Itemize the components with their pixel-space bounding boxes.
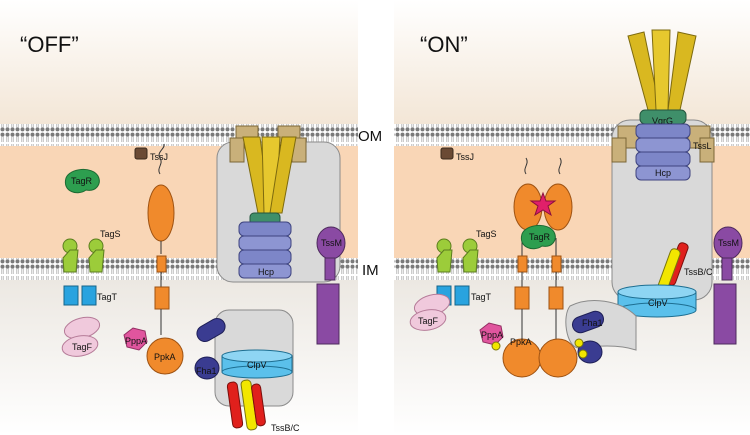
tssm-protein-on: TssM	[713, 226, 743, 345]
tssj-label-on: TssJ	[456, 152, 474, 162]
im-label: IM	[362, 262, 379, 279]
off-panel: “OFF” TssJ TagR TagS TagT	[0, 0, 358, 435]
fha1-label-on: Fha1	[582, 318, 603, 328]
ppka-label: PpkA	[154, 352, 176, 362]
ppka-kinase-off: PpkA	[146, 143, 184, 375]
on-panel: “ON” TssJ TagS TagT TagF	[394, 0, 750, 435]
hcp-label: Hcp	[258, 267, 274, 277]
tagr-label-on: TagR	[529, 232, 551, 242]
tagf-protein: TagF	[61, 316, 101, 357]
tssm-label: TssM	[321, 238, 342, 248]
clpv-label-on: ClpV	[648, 298, 668, 308]
tagf-protein-on: TagF	[409, 293, 451, 331]
fha1-protein-on: Fha1	[571, 310, 605, 364]
clpv-label: ClpV	[247, 360, 267, 370]
tssm-label-on: TssM	[718, 238, 739, 248]
om-label: OM	[358, 128, 382, 145]
pppa-phosphatase-on: PppA	[479, 322, 504, 351]
pppa-label: PppA	[125, 336, 147, 346]
tags-complex-on: TagS	[436, 229, 497, 273]
tagf-label-on: TagF	[418, 316, 439, 326]
tagf-label: TagF	[72, 342, 93, 352]
pppa-phosphatase: PppA	[123, 327, 148, 351]
off-state-label: “OFF”	[20, 32, 79, 57]
fha1-label: Fha1	[196, 366, 217, 376]
tssbc-label-on: TssB/C	[684, 267, 713, 277]
extracellular-band-on	[394, 0, 750, 124]
tssj-protein-on: TssJ	[440, 147, 474, 162]
ppka-label-on: PpkA	[510, 337, 532, 347]
clpv-complex-off: Fha1 ClpV TssB/C	[194, 309, 300, 433]
tagt-label-on: TagT	[471, 292, 492, 302]
vgrg-label-on: VgrG	[652, 116, 673, 126]
tagr-bound-on: TagR	[520, 225, 556, 250]
hcp-label-on: Hcp	[655, 168, 671, 178]
secretion-apparatus-on: VgrG TssL Hcp TssB/C ClpV	[611, 29, 715, 318]
tags-label-on: TagS	[476, 229, 497, 239]
tssl-label-on: TssL	[693, 141, 712, 151]
tags-complex: TagS	[62, 229, 121, 273]
tssbc-label: TssB/C	[271, 423, 300, 433]
activation-star	[529, 191, 557, 217]
on-state-label: “ON”	[420, 32, 468, 57]
extracellular-band	[0, 0, 358, 124]
secretion-apparatus-off: TssL VgrG Hcp	[216, 125, 341, 283]
tagr-label: TagR	[71, 176, 93, 186]
tssm-protein: TssM	[316, 226, 346, 345]
tags-label: TagS	[100, 229, 121, 239]
tagt-protein: TagT	[63, 285, 118, 306]
tagt-label: TagT	[97, 292, 118, 302]
pppa-label-on: PppA	[481, 330, 503, 340]
tagr-protein: TagR	[64, 169, 100, 194]
